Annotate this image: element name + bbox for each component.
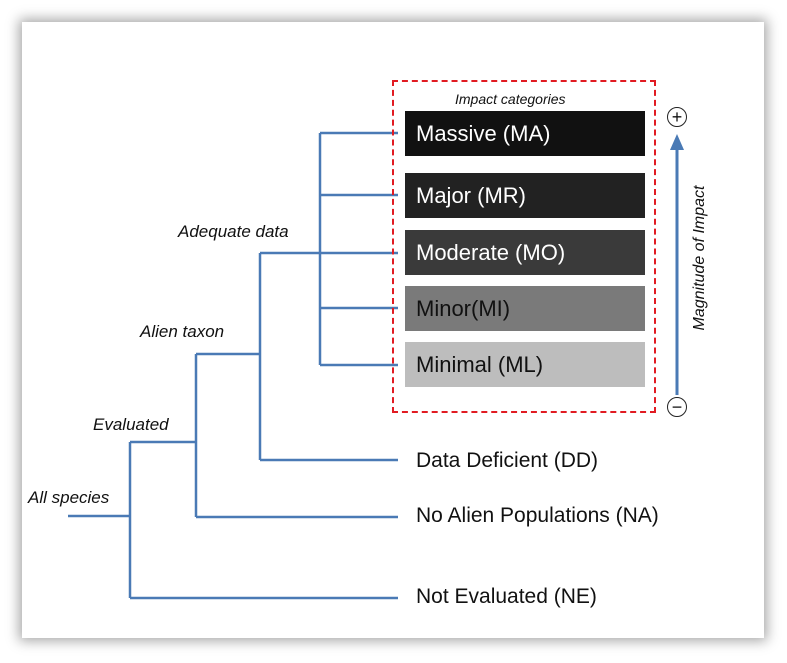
category-massive-label: Massive (MA) xyxy=(416,120,551,146)
label-adequate-data: Adequate data xyxy=(178,222,289,241)
category-minor: Minor(MI) xyxy=(405,286,645,331)
leaf-not-evaluated: Not Evaluated (NE) xyxy=(416,585,597,608)
category-major: Major (MR) xyxy=(405,173,645,218)
category-minimal-label: Minimal (ML) xyxy=(416,351,544,377)
label-all-species: All species xyxy=(28,488,110,507)
leaf-data-deficient: Data Deficient (DD) xyxy=(416,449,599,472)
minus-icon: − xyxy=(667,397,687,417)
category-moderate-label: Moderate (MO) xyxy=(416,239,566,265)
impact-categories-title: Impact categories xyxy=(455,91,566,107)
plus-icon: + xyxy=(667,107,687,127)
label-alien-taxon: Alien taxon xyxy=(140,322,225,341)
category-major-label: Major (MR) xyxy=(416,182,526,208)
category-minor-label: Minor(MI) xyxy=(416,295,511,321)
category-moderate: Moderate (MO) xyxy=(405,230,645,275)
label-evaluated: Evaluated xyxy=(93,415,169,434)
impact-categories-box xyxy=(392,80,656,413)
category-massive: Massive (MA) xyxy=(405,111,645,156)
magnitude-label: Magnitude of Impact xyxy=(691,185,708,331)
magnitude-arrow-head xyxy=(670,134,684,150)
leaf-no-alien-populations: No Alien Populations (NA) xyxy=(416,504,659,527)
category-minimal: Minimal (ML) xyxy=(405,342,645,387)
